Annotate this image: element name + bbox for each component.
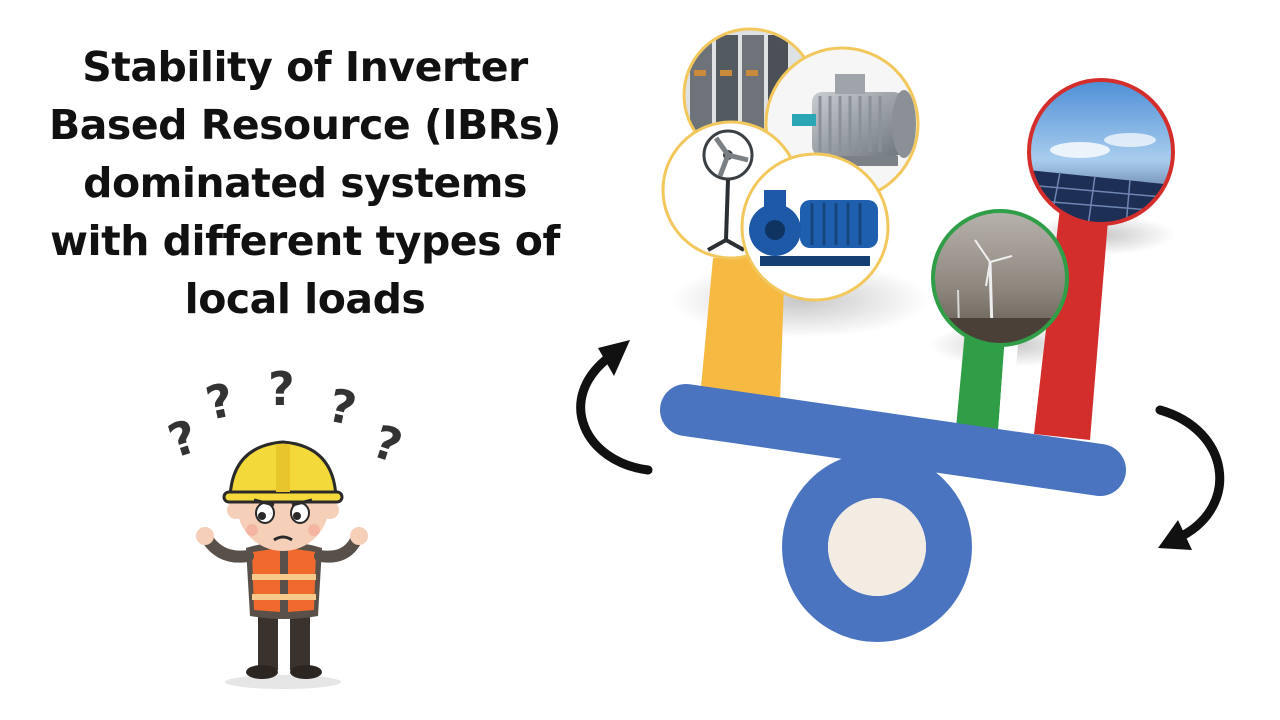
balance-beam [660, 384, 1126, 496]
title-line-3: dominated systems [83, 159, 527, 207]
rotate-arrow-left-icon [576, 340, 653, 475]
title-line-2: Based Resource (IBRs) [49, 101, 561, 149]
question-mark-4: ? [324, 378, 361, 436]
fulcrum-center [828, 498, 926, 596]
fulcrum-ring [782, 452, 972, 642]
title-line-5: local loads [184, 275, 426, 323]
question-mark-3: ? [268, 362, 295, 416]
question-mark-5: ? [367, 414, 409, 474]
question-mark-2: ? [201, 372, 238, 430]
load-pillar [700, 256, 785, 402]
slide-title: Stability of Inverter Based Resource (IB… [10, 38, 600, 328]
water-pump-photo [740, 152, 890, 302]
title-line-4: with different types of [50, 217, 560, 265]
title-line-1: Stability of Inverter [82, 43, 528, 91]
pillar-gap [998, 322, 1020, 432]
solar-pillar [1034, 190, 1110, 440]
solar-panel-photo [1027, 78, 1175, 226]
question-mark-1: ? [162, 409, 204, 469]
confused-worker-illustration [196, 440, 368, 689]
wind-pillar [956, 320, 1006, 432]
rotate-arrow-right-icon [1155, 405, 1225, 550]
wind-turbine-photo [931, 209, 1069, 347]
